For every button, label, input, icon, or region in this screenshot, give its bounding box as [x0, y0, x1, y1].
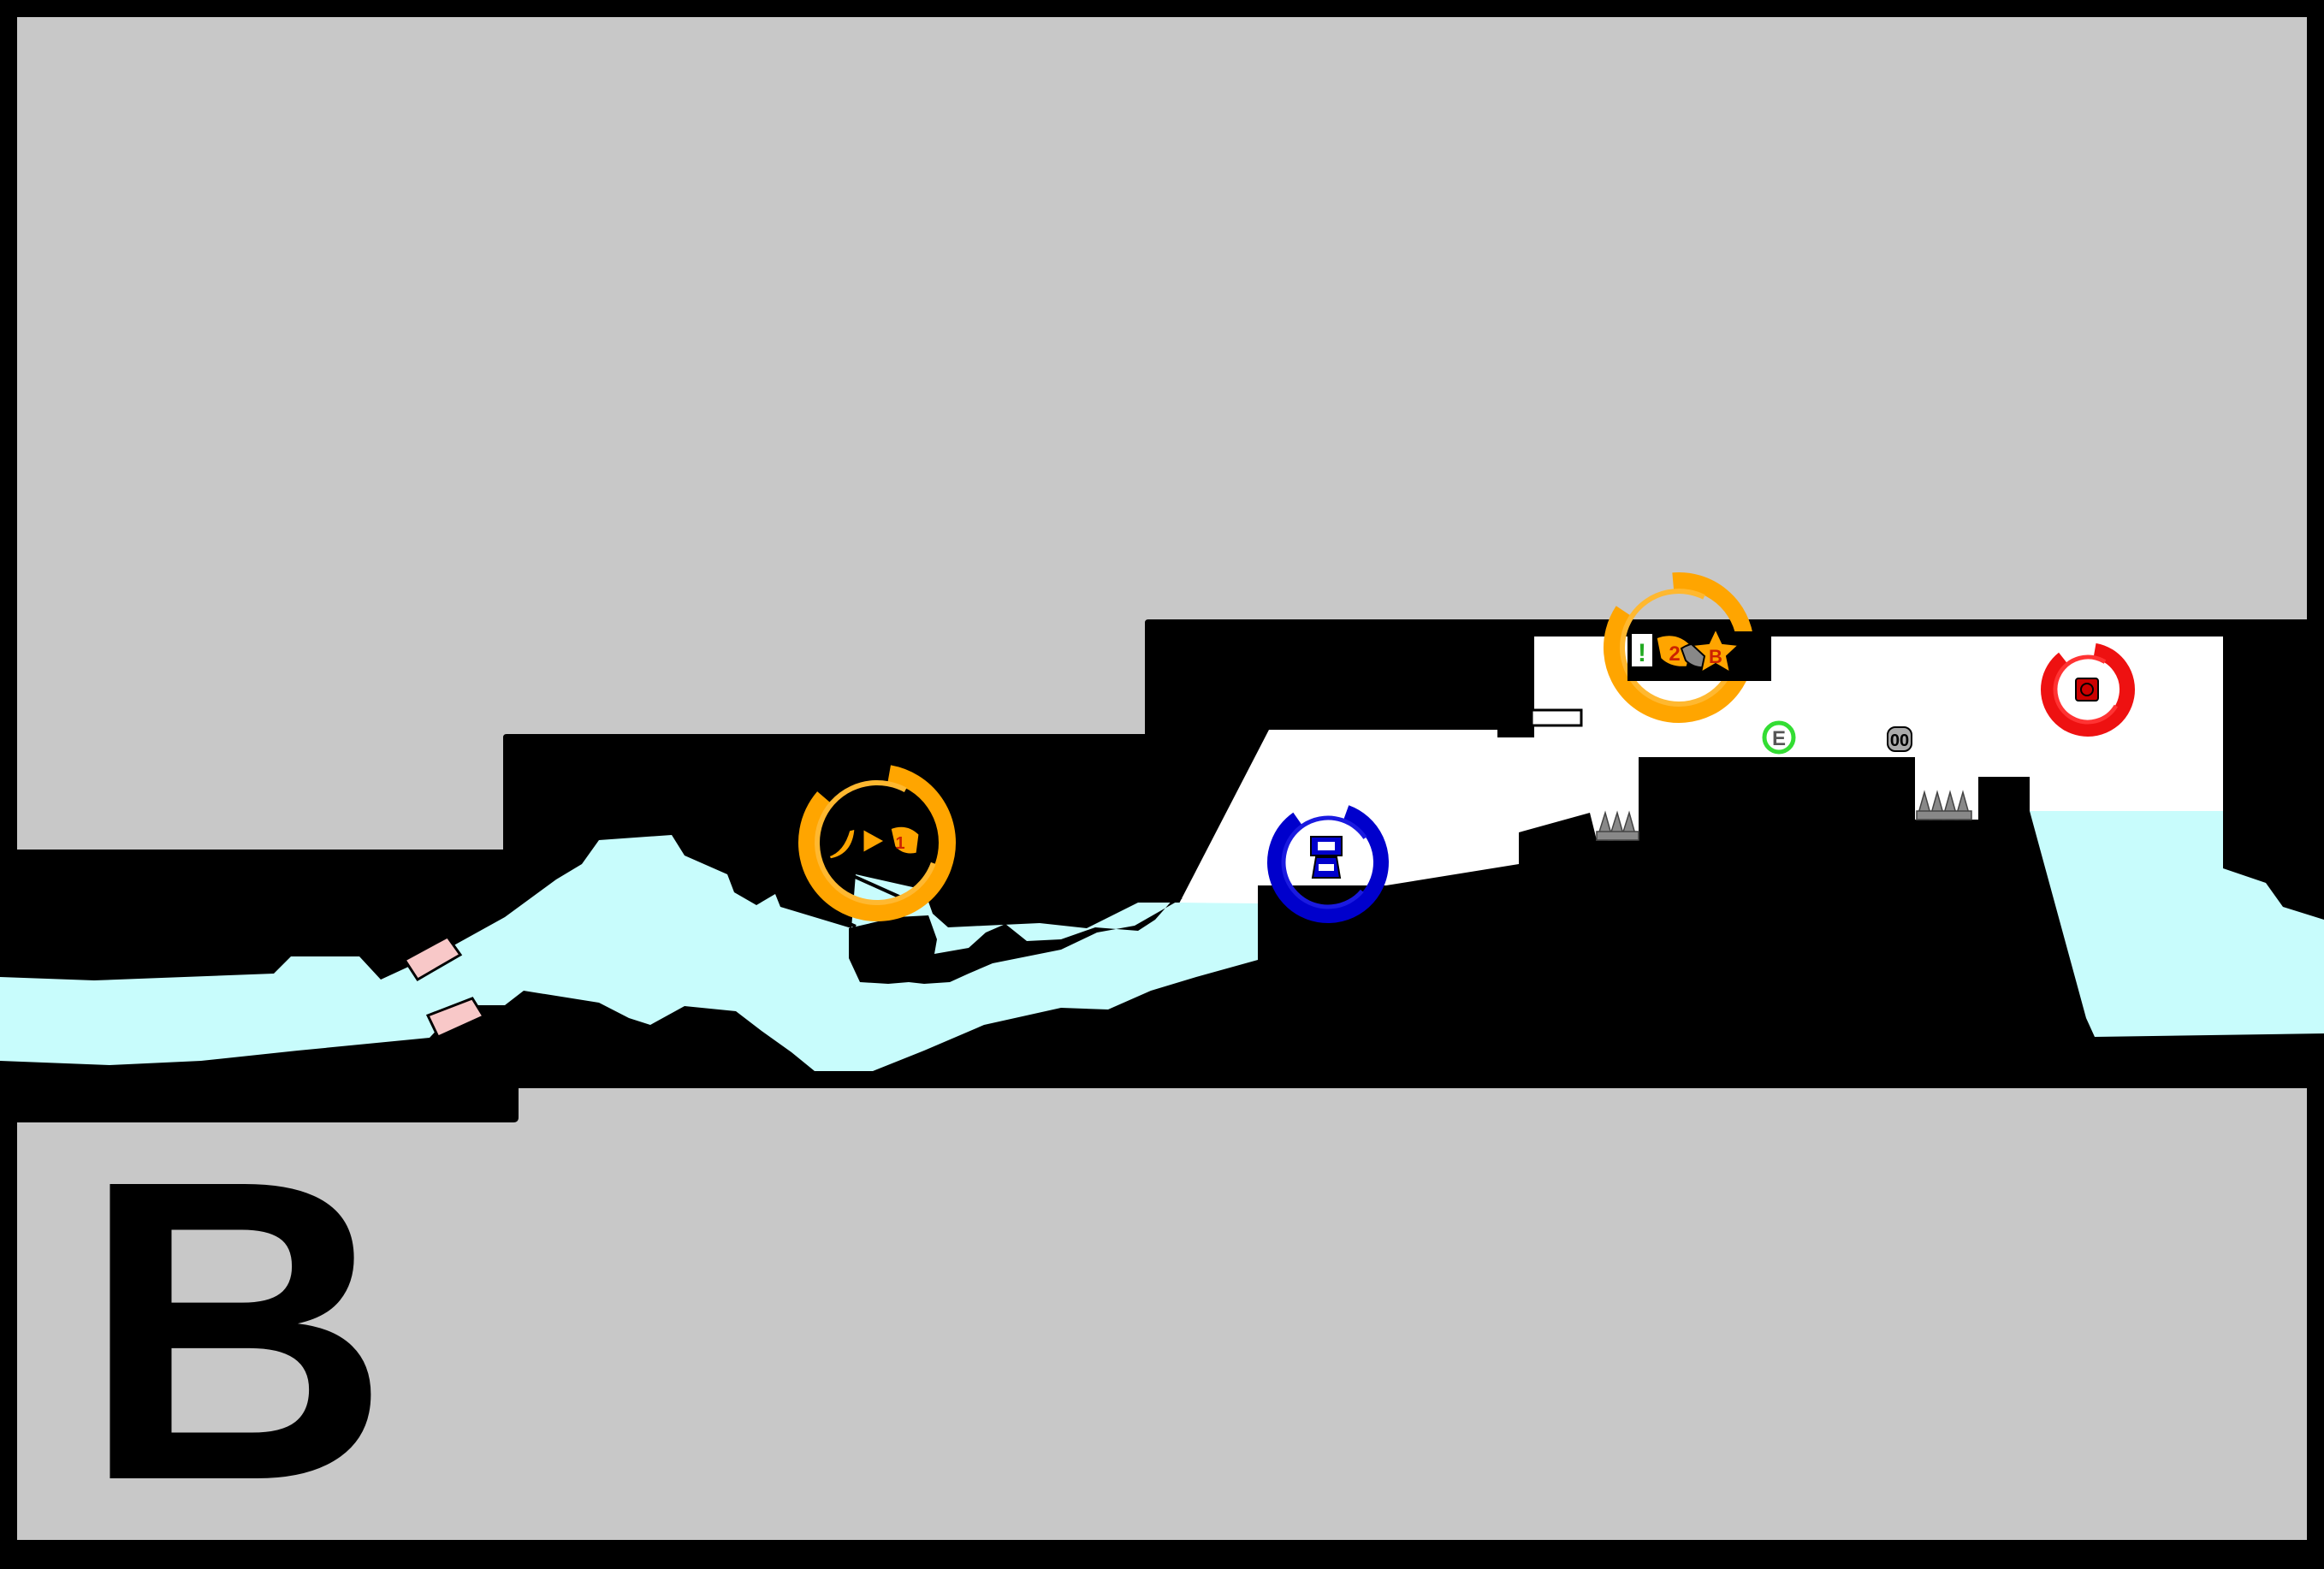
wing-icon: 2 — [1654, 633, 1694, 669]
exclamation-icon: ! — [1630, 632, 1654, 668]
area-letter: B — [81, 1091, 391, 1569]
arrow-right-icon — [861, 826, 889, 856]
red-marker[interactable] — [2041, 642, 2135, 737]
pink-platform — [425, 997, 486, 1039]
grey-marker-label: 00 — [1890, 731, 1909, 750]
block-icon — [2075, 678, 2099, 702]
svg-text:!: ! — [1638, 639, 1646, 667]
grey-marker[interactable]: 00 — [1887, 726, 1912, 752]
orange-marker-top[interactable]: ! 2 B — [1604, 572, 1771, 724]
water — [0, 835, 1258, 1071]
water-right — [2030, 811, 2324, 1037]
rope-line — [774, 888, 857, 928]
water-rock — [849, 898, 1183, 984]
pink-platform — [402, 935, 463, 982]
star-icon: B — [1690, 626, 1741, 675]
white-ledge — [1530, 708, 1583, 727]
orange-marker-left-label: 1 — [895, 834, 904, 853]
orange-marker-left[interactable]: 1 — [796, 761, 958, 924]
interior-cave — [1179, 636, 2223, 903]
green-marker-label: E — [1772, 727, 1786, 750]
green-marker[interactable]: E — [1762, 720, 1796, 755]
svg-text:B: B — [1709, 646, 1722, 667]
banana-icon — [826, 826, 857, 861]
rope-line — [816, 858, 904, 900]
svg-text:2: 2 — [1669, 642, 1680, 666]
spikes — [1595, 790, 1972, 841]
wing-icon — [888, 824, 922, 856]
flag-icon — [1310, 836, 1343, 879]
